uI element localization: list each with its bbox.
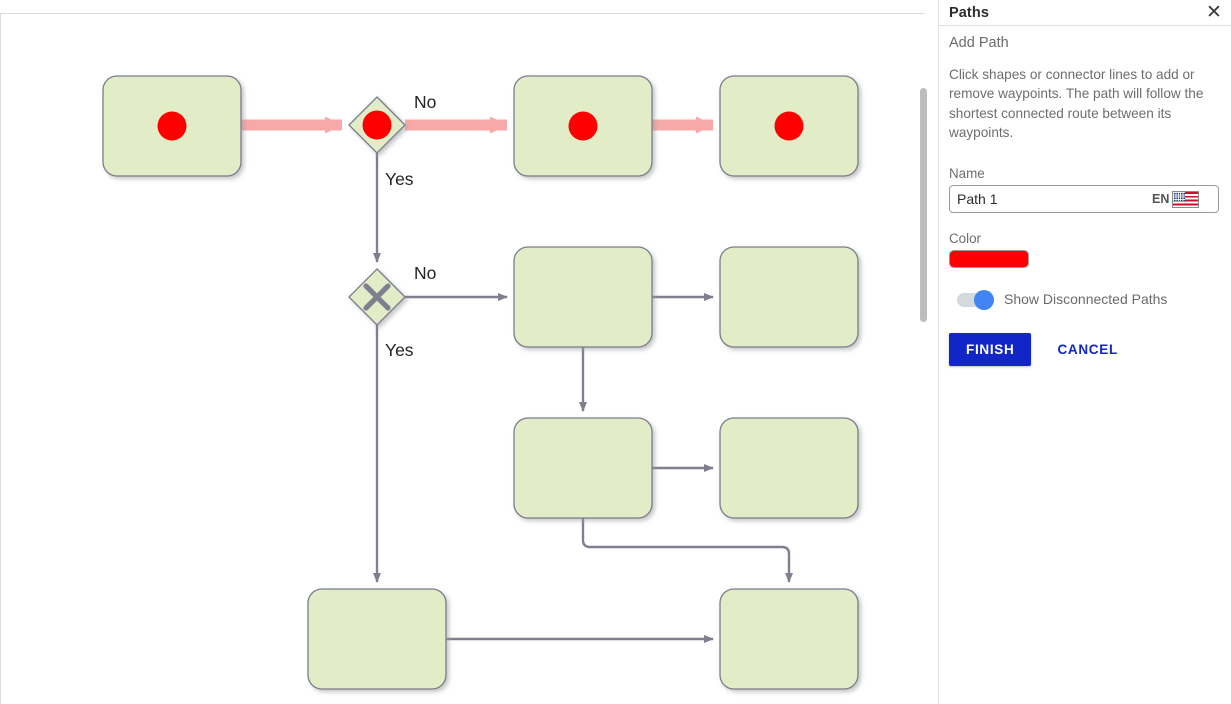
gateway-2[interactable] [348, 268, 406, 326]
name-field-label: Name [949, 166, 985, 182]
waypoint-marker[interactable] [568, 111, 598, 141]
task-box-2[interactable] [513, 75, 653, 177]
edge-label: Yes [385, 340, 414, 360]
waypoint-marker[interactable] [774, 111, 804, 141]
name-field-wrapper[interactable]: EN [949, 185, 1219, 214]
panel-body: Add Path Click shapes or connector lines… [939, 26, 1231, 367]
task-box-8[interactable] [307, 588, 447, 690]
task-box-1[interactable] [102, 75, 242, 177]
task-box-5[interactable] [719, 246, 859, 348]
connector-box6-box9[interactable] [581, 518, 793, 583]
color-field-label: Color [949, 231, 981, 247]
color-swatch[interactable] [949, 250, 1029, 269]
task-box-7[interactable] [719, 417, 859, 519]
shape-layer[interactable] [102, 75, 859, 690]
panel-header: Paths ✕ [939, 0, 1231, 26]
waypoint-marker[interactable] [157, 111, 187, 141]
name-input[interactable] [950, 187, 1152, 212]
scrollbar-thumb[interactable] [920, 88, 927, 322]
panel-title: Paths [949, 4, 989, 21]
panel-subtitle: Add Path [949, 35, 1009, 51]
close-icon[interactable]: ✕ [1206, 0, 1222, 23]
waypoint-marker[interactable] [362, 110, 392, 140]
edge-label-layer: No Yes No Yes [385, 92, 436, 360]
canvas-scrollbar[interactable] [920, 0, 933, 704]
panel-action-buttons: FINISH CANCEL [949, 333, 1221, 367]
panel-description: Click shapes or connector lines to add o… [949, 67, 1204, 140]
connector-layer[interactable] [373, 153, 793, 643]
finish-button[interactable]: FINISH [949, 333, 1032, 367]
task-box-9[interactable] [719, 588, 859, 690]
show-disconnected-paths-row[interactable]: Show Disconnected Paths [957, 289, 1221, 310]
toggle-label: Show Disconnected Paths [1004, 291, 1168, 308]
exclusive-x-icon [363, 283, 391, 311]
show-disconnected-paths-toggle[interactable] [957, 289, 994, 310]
task-box-3[interactable] [719, 75, 859, 177]
cancel-button[interactable]: CANCEL [1045, 333, 1129, 366]
task-box-4[interactable] [513, 246, 653, 348]
gateway-1[interactable] [348, 96, 406, 154]
flowchart-diagram[interactable]: No Yes No Yes [0, 0, 937, 704]
language-code-label: EN [1152, 192, 1170, 207]
paths-panel: Paths ✕ Add Path Click shapes or connect… [938, 0, 1231, 704]
task-box-6[interactable] [513, 417, 653, 519]
edge-label: No [414, 263, 436, 283]
diagram-canvas[interactable]: No Yes No Yes [0, 0, 937, 704]
us-flag-icon[interactable] [1172, 190, 1200, 208]
edge-label: No [414, 92, 436, 112]
edge-label: Yes [385, 169, 414, 189]
